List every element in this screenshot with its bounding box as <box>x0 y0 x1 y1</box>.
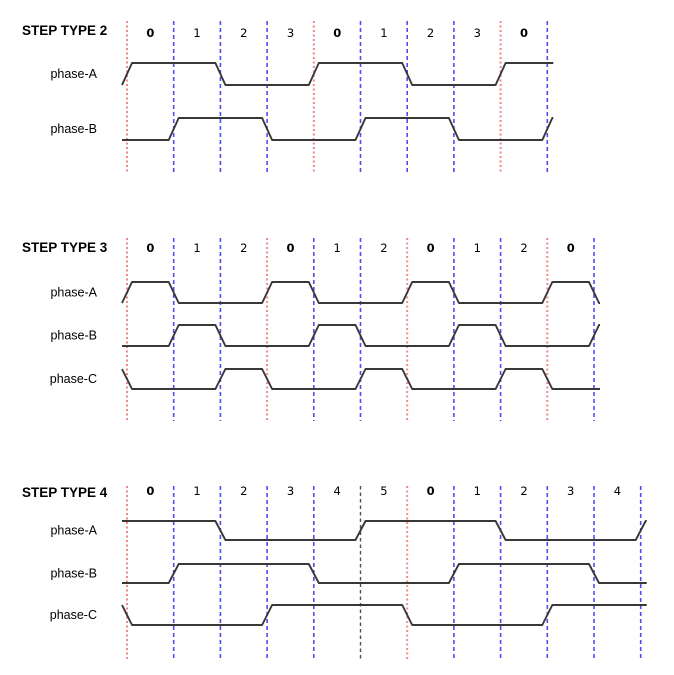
step-number: 1 <box>334 241 341 255</box>
section-step-type-2: 0 1 2 3 0 1 2 3 0 phase-A phase-B <box>50 21 554 173</box>
step-number: 1 <box>380 26 387 40</box>
step-number: 5 <box>380 484 387 498</box>
step-number: 2 <box>520 241 527 255</box>
step-number: 1 <box>193 26 200 40</box>
waveform-phase-a <box>121 62 554 86</box>
waveform-phase-b <box>122 117 554 141</box>
step-number: 1 <box>193 484 200 498</box>
phase-label-phase-b: phase-B <box>50 567 97 581</box>
step-number: 4 <box>334 484 341 498</box>
step-number: 3 <box>567 484 574 498</box>
step-number: 4 <box>614 484 621 498</box>
section-title-step-type-4: STEP TYPE 4 <box>22 485 108 500</box>
phase-label-phase-b: phase-B <box>50 122 97 136</box>
step-number: 0 <box>427 484 435 498</box>
step-number: 0 <box>567 241 575 255</box>
step-number: 3 <box>287 484 294 498</box>
phase-label-phase-a: phase-A <box>50 286 97 300</box>
step-number: 2 <box>240 241 247 255</box>
step-number: 1 <box>474 484 481 498</box>
step-number: 3 <box>474 26 481 40</box>
waveform-phase-c <box>121 604 647 626</box>
waveform-phase-c <box>121 368 600 390</box>
step-number: 2 <box>240 484 247 498</box>
section-step-type-3: 0 1 2 0 1 2 0 1 2 0 phase-A phase-B phase-C <box>50 238 600 421</box>
phase-label-phase-b: phase-B <box>50 329 97 343</box>
phase-label-phase-a: phase-A <box>50 524 97 538</box>
step-number: 2 <box>380 241 387 255</box>
generated-diagram-content: 0 1 2 3 0 1 2 3 0 phase-A phase-B 0 1 2 0 1 2 0 1 2 0 phase-A… <box>50 21 647 659</box>
section-title-step-type-3: STEP TYPE 3 <box>22 240 108 255</box>
section-title-step-type-2: STEP TYPE 2 <box>22 23 107 38</box>
waveform-phase-b <box>122 563 647 584</box>
step-number: 2 <box>427 26 434 40</box>
section-step-type-4: 0 1 2 3 4 5 0 1 2 3 4 phase-A phase-B phase-C <box>50 484 647 659</box>
step-number: 3 <box>287 26 294 40</box>
phase-label-phase-c: phase-C <box>50 372 97 386</box>
waveform-phase-a <box>121 281 600 304</box>
step-number: 2 <box>240 26 247 40</box>
step-number: 0 <box>146 484 154 498</box>
step-number: 1 <box>193 241 200 255</box>
step-number: 1 <box>474 241 481 255</box>
waveform-phase-a <box>122 520 647 541</box>
step-number: 2 <box>520 484 527 498</box>
phase-label-phase-c: phase-C <box>50 608 97 622</box>
waveform-phase-b <box>122 324 600 347</box>
step-number: 0 <box>427 241 435 255</box>
step-number: 0 <box>286 241 294 255</box>
step-number: 0 <box>333 26 341 40</box>
step-number: 0 <box>146 241 154 255</box>
step-number: 0 <box>146 26 154 40</box>
phase-label-phase-a: phase-A <box>50 67 97 81</box>
step-number: 0 <box>520 26 528 40</box>
